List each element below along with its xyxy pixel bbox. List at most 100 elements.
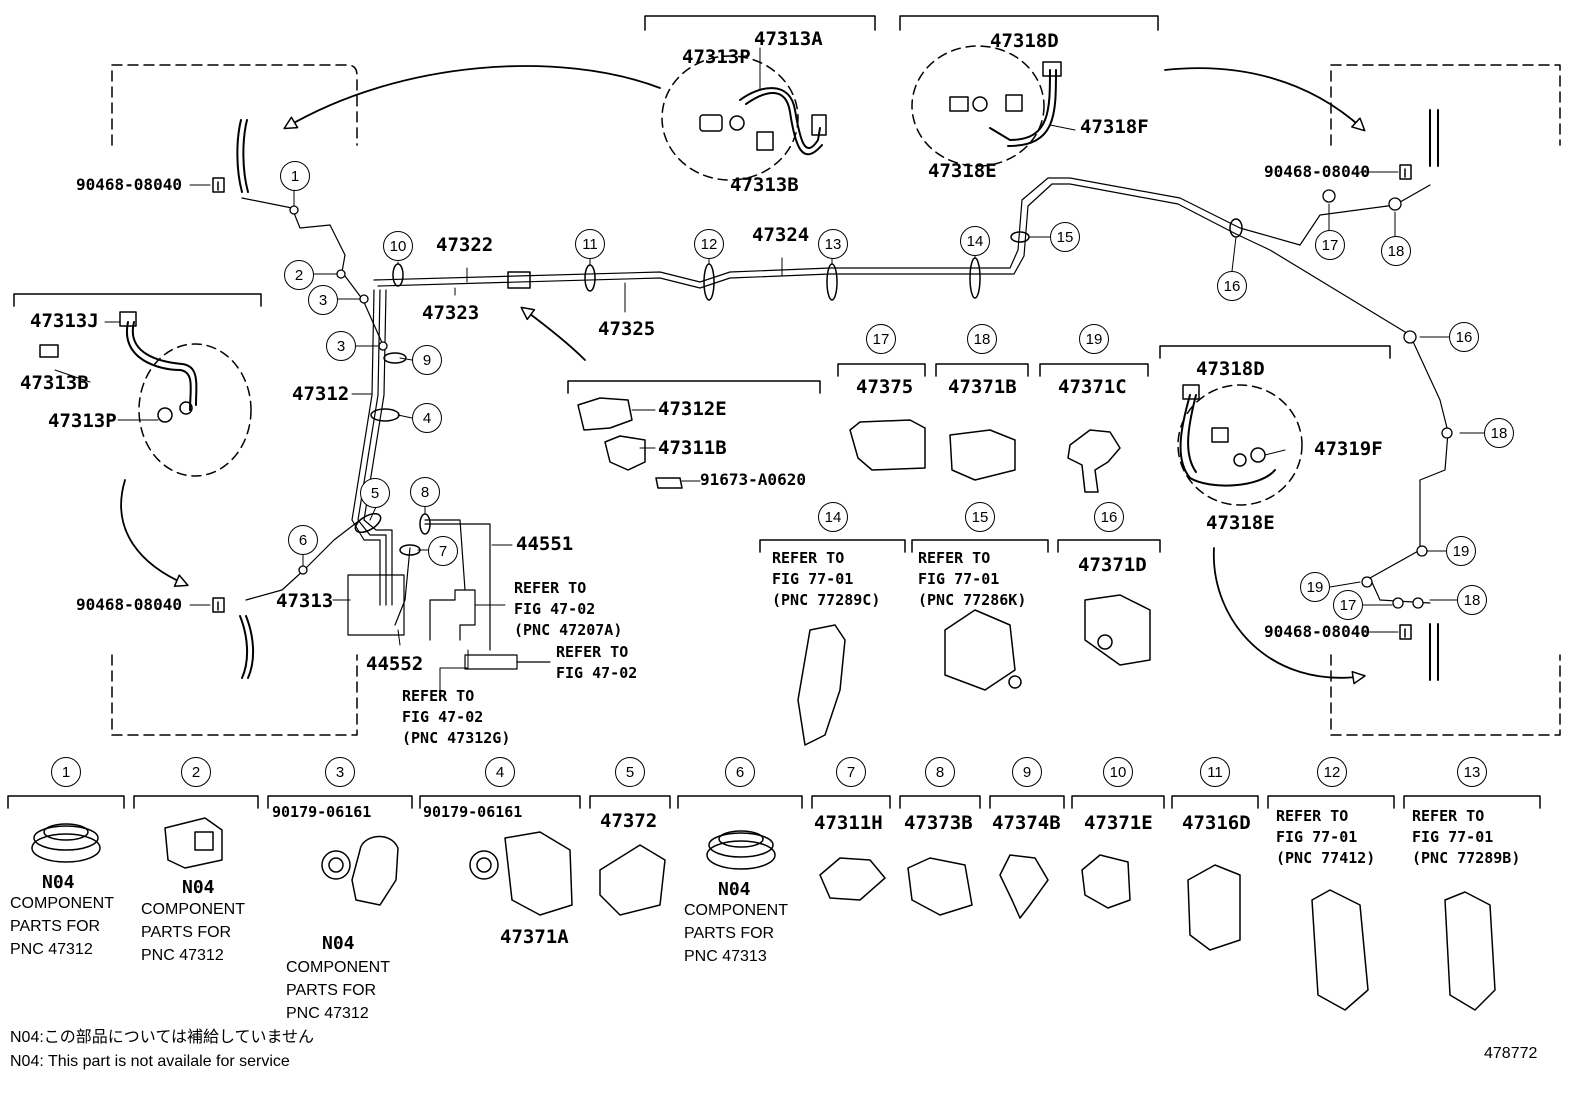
callout-17: 17 [1315,230,1345,260]
part-label-47311B: 47311B [658,437,727,459]
callout-1-bottom: 1 [51,757,81,787]
callout-19-right: 19 [1446,536,1476,566]
part-label-47318D-top: 47318D [990,30,1059,52]
callout-8-bottom: 8 [925,757,955,787]
refer-note-fig77-01-pnc77289B: REFER TO FIG 77-01 (PNC 77289B) [1412,807,1521,867]
part-label-47374B: 47374B [992,812,1061,834]
detail-fittings [39,61,1266,467]
callout-14: 14 [960,226,990,256]
part-label-47318F: 47318F [1080,116,1149,138]
upper-clip-sketches [577,397,683,489]
part-label-90179-item4: 90179-06161 [423,803,523,821]
refer-note-fig77-01-pnc77286K: REFER TO FIG 77-01 (PNC 77286K) [918,549,1027,609]
flow-arrows [120,65,1366,685]
part-label-47318D-right: 47318D [1196,358,1265,380]
detail-hoses [125,69,1276,487]
part-label-47313J: 47313J [30,310,99,332]
callout-14-group: 14 [818,502,848,532]
part-label-47312E: 47312E [658,398,727,420]
part-label-47373B: 47373B [904,812,973,834]
part-label-47371C: 47371C [1058,376,1127,398]
part-label-47371B: 47371B [948,376,1017,398]
callout-8: 8 [410,477,440,507]
part-label-47319F: 47319F [1314,438,1383,460]
part-label-47313: 47313 [276,590,334,612]
part-label-90468-mid-left: 90468-08040 [76,595,182,614]
part-label-47375: 47375 [856,376,914,398]
refer-note-fig77-01-pnc77412: REFER TO FIG 77-01 (PNC 77412) [1276,807,1376,867]
part-label-90468-top-left: 90468-08040 [76,175,182,194]
callout-16-right: 16 [1449,322,1479,352]
callout-18: 18 [1381,236,1411,266]
part-label-91673-A0620: 91673-A0620 [700,470,806,489]
callout-7-bottom: 7 [836,757,866,787]
callout-9: 9 [412,345,442,375]
footnote-english: N04: This part is not availale for servi… [10,1053,290,1070]
hose-clip-glyphs [212,164,1412,640]
callout-12: 12 [694,229,724,259]
component-note-item1: COMPONENT PARTS FOR PNC 47312 [10,895,114,958]
part-label-47313A: 47313A [754,28,823,50]
part-label-90468-top-right: 90468-08040 [1264,162,1370,181]
callout-2-bottom: 2 [181,757,211,787]
callout-17-lower: 17 [1333,590,1363,620]
part-label-47316D: 47316D [1182,812,1251,834]
callout-15: 15 [1050,222,1080,252]
part-label-44551: 44551 [516,533,574,555]
master-cylinder-blocks [347,574,551,670]
callout-18-lower: 18 [1457,585,1487,615]
callout-16-group: 16 [1094,502,1124,532]
callout-5: 5 [360,478,390,508]
part-label-47318E-top: 47318E [928,160,997,182]
callout-13-bottom: 13 [1457,757,1487,787]
part-label-47371D: 47371D [1078,554,1147,576]
callout-4: 4 [412,403,442,433]
part-label-47313P-left: 47313P [48,410,117,432]
junction-dots [289,189,1453,609]
n04-mark-item1: N04 [42,872,75,893]
callout-12-bottom: 12 [1317,757,1347,787]
callout-18-right: 18 [1484,418,1514,448]
part-label-47322: 47322 [436,234,494,256]
n04-mark-item3: N04 [322,933,355,954]
detail-circles [138,45,1303,506]
part-label-47311H: 47311H [814,812,883,834]
wheel-hoses [236,109,1439,681]
callout-9-bottom: 9 [1012,757,1042,787]
part-label-44552: 44552 [366,653,424,675]
callout-19-group: 19 [1079,324,1109,354]
callout-4-bottom: 4 [485,757,515,787]
refer-note-fig47-02-pnc47312G: REFER TO FIG 47-02 (PNC 47312G) [402,687,511,747]
part-label-47323: 47323 [422,302,480,324]
brake-lines [241,177,1449,651]
component-note-item6: COMPONENT PARTS FOR PNC 47313 [684,902,788,965]
n04-mark-item2: N04 [182,877,215,898]
component-note-item2: COMPONENT PARTS FOR PNC 47312 [141,901,245,964]
refer-note-fig77-01-pnc77289C: REFER TO FIG 77-01 (PNC 77289C) [772,549,881,609]
callout-11: 11 [575,229,605,259]
part-label-47371E: 47371E [1084,812,1153,834]
callout-6: 6 [288,525,318,555]
callout-5-bottom: 5 [615,757,645,787]
refer-note-fig47-02-pnc47207A: REFER TO FIG 47-02 (PNC 47207A) [514,579,623,639]
callout-15-group: 15 [965,502,995,532]
callout-3-lower: 3 [326,331,356,361]
part-label-90468-bottom-right: 90468-08040 [1264,622,1370,641]
callout-2: 2 [284,260,314,290]
part-label-47371A: 47371A [500,926,569,948]
diagram-id: 478772 [1484,1045,1538,1062]
n04-mark-item6: N04 [718,879,751,900]
part-label-47318E-right: 47318E [1206,512,1275,534]
component-note-item3: COMPONENT PARTS FOR PNC 47312 [286,959,390,1022]
leader-lines [54,47,1485,691]
callout-10-bottom: 10 [1103,757,1133,787]
part-label-47313B-top: 47313B [730,174,799,196]
part-label-47324: 47324 [752,224,810,246]
callout-17-group: 17 [866,324,896,354]
part-label-47312: 47312 [292,383,350,405]
callout-13: 13 [818,229,848,259]
callout-3: 3 [308,285,338,315]
callout-10: 10 [383,231,413,261]
